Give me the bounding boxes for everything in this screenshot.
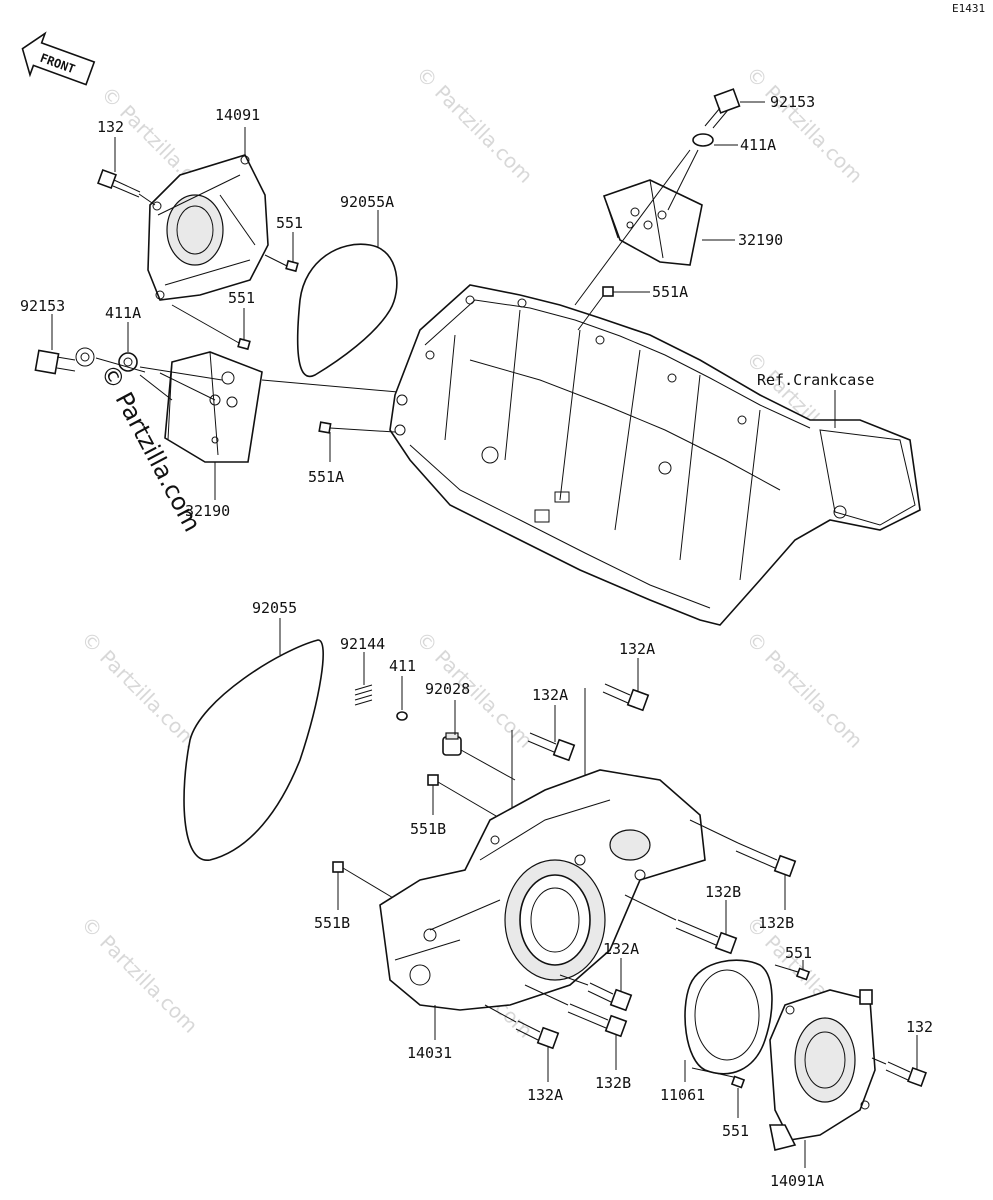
- label-551-b: 551: [228, 289, 255, 307]
- bolt-132B-1: [735, 842, 797, 878]
- label-32190-left: 32190: [185, 502, 230, 520]
- cover-14091A: [769, 989, 876, 1151]
- bolt-132B-2: [675, 919, 738, 955]
- bracket-32190-right: [602, 179, 703, 266]
- bolt-132A-1: [602, 683, 650, 712]
- label-551-d: 551: [722, 1122, 749, 1140]
- gasket-11061: [684, 959, 773, 1075]
- label-92153-left: 92153: [20, 297, 65, 315]
- watermark: © Partzilla.com: [76, 627, 202, 753]
- bolt-132-right: [885, 1061, 927, 1087]
- bolt-132A-4: [515, 1020, 560, 1050]
- label-551-c: 551: [785, 944, 812, 962]
- watermark: © Partzilla.com: [411, 62, 537, 188]
- label-92153-right: 92153: [770, 93, 815, 111]
- label-11061: 11061: [660, 1086, 705, 1104]
- watermark: © Partzilla.com: [741, 62, 867, 188]
- label-132B-1: 132B: [705, 883, 741, 901]
- label-551B-2: 551B: [314, 914, 350, 932]
- bolt-132B-3: [567, 1003, 628, 1038]
- diagram-code: E1431: [952, 2, 985, 15]
- label-551B-1: 551B: [410, 820, 446, 838]
- bolt-132A-2: [527, 732, 576, 762]
- label-411: 411: [389, 657, 416, 675]
- label-14031: 14031: [407, 1044, 452, 1062]
- label-32190-right: 32190: [738, 231, 783, 249]
- watermark: © Partzilla.com: [76, 912, 202, 1038]
- spring-92144: [354, 684, 373, 706]
- crankcase-reference: [389, 284, 921, 626]
- label-411A-right: 411A: [740, 136, 776, 154]
- label-92055: 92055: [252, 599, 297, 617]
- label-14091: 14091: [215, 106, 260, 124]
- label-132A-2: 132A: [532, 686, 568, 704]
- plug-92028: [442, 732, 462, 756]
- label-551A-left: 551A: [308, 468, 344, 486]
- label-132A-3: 132A: [603, 940, 639, 958]
- bolt-92153-right: [692, 88, 741, 147]
- label-132-top: 132: [97, 118, 124, 136]
- bracket-32190-left: [164, 351, 263, 463]
- bolt-132A-3: [587, 982, 633, 1012]
- front-arrow-icon: FRONT: [21, 31, 96, 86]
- label-92144: 92144: [340, 635, 385, 653]
- bolt-92153-left: [34, 347, 138, 375]
- label-411A-left: 411A: [105, 304, 141, 322]
- bolt-132: [97, 169, 141, 198]
- label-92055A: 92055A: [340, 193, 394, 211]
- label-ref-crankcase: Ref.Crankcase: [757, 371, 874, 389]
- label-14091A: 14091A: [770, 1172, 824, 1190]
- label-132B-3: 132B: [595, 1074, 631, 1092]
- label-551A-right: 551A: [652, 283, 688, 301]
- label-132-right: 132: [906, 1018, 933, 1036]
- label-132B-2: 132B: [758, 914, 794, 932]
- label-132A-1: 132A: [619, 640, 655, 658]
- watermark: © Partzilla.com: [741, 627, 867, 753]
- label-551-a: 551: [276, 214, 303, 232]
- label-92028: 92028: [425, 680, 470, 698]
- cover-14091: [147, 154, 269, 301]
- label-132A-4: 132A: [527, 1086, 563, 1104]
- case-14031: [379, 769, 706, 1011]
